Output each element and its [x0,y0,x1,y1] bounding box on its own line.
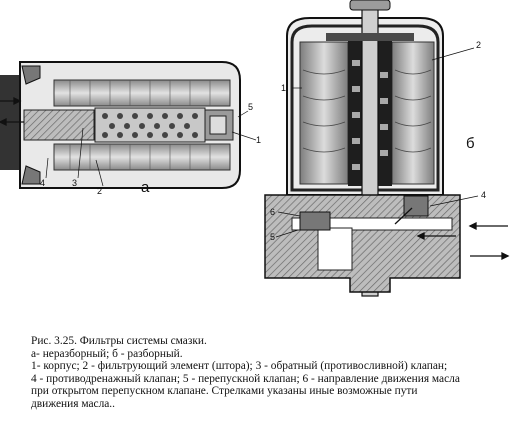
callout-left-2: 2 [97,186,102,196]
bypass-valve-right [299,211,331,231]
callout-right-5: 5 [270,232,275,242]
non-separable-filter-drawing [0,61,257,189]
callout-right-6: 6 [270,207,275,217]
oil-filter-figure: 1 2 3 4 5 а 1 2 4 5 6 б [0,0,510,297]
callout-right-2: 2 [476,40,481,50]
callout-left-5: 5 [248,102,253,112]
left-callouts: 1 2 3 4 5 а [40,102,261,196]
figure-caption: Рис. 3.25. Фильтры системы смазки. а- не… [31,335,511,410]
caption-line-legend-2: 4 - противодренажный клапан; 5 - перепус… [31,372,460,385]
callout-left-1: 1 [256,135,261,145]
anti-drain-valve [403,195,429,217]
callout-left-3: 3 [72,178,77,188]
figure-letter-b: б [466,135,475,152]
rod-nut [349,0,391,11]
right-callouts: 1 2 4 5 6 б [270,40,486,242]
filter-base [264,194,461,293]
figure-letter-a: а [141,179,150,196]
caption-line-legend-3: при открытом перепускном клапане. Стрелк… [31,385,418,397]
filter-element-top [53,79,231,107]
filter-curtain-left [299,41,349,185]
filter-curtain-right [391,41,435,185]
caption-title: Рис. 3.25. Фильтры системы смазки. [31,335,207,347]
filter-element-bottom [53,143,231,171]
callout-right-4: 4 [481,190,486,200]
caption-line-legend-1: 1- корпус; 2 - фильтрующий элемент (штор… [31,360,448,372]
callout-right-1: 1 [281,83,286,93]
callout-left-4: 4 [40,178,45,188]
caption-line-types: а- неразборный; б - разборный. [31,347,183,360]
threaded-nipple [23,109,95,141]
separable-filter-drawing [264,0,510,297]
caption-line-legend-4: движения масла.. [31,397,116,410]
